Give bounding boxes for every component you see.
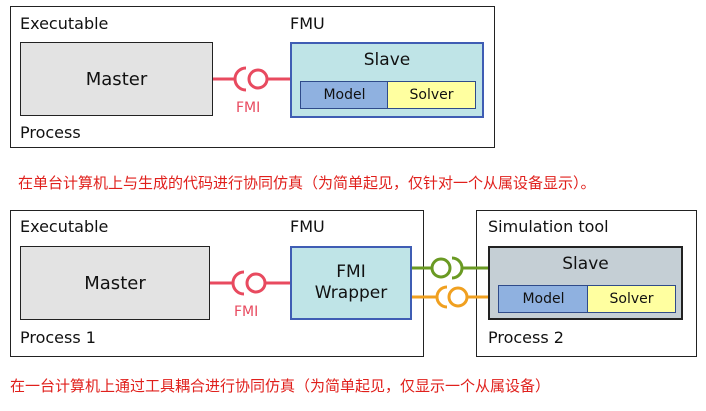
top-master-box: Master: [20, 42, 213, 116]
bottom-wrapper-line2: Wrapper: [314, 283, 388, 303]
bottom-fmi-label: FMI: [234, 304, 259, 320]
top-fmi-label: FMI: [236, 100, 261, 116]
bottom-fmu-label: FMU: [290, 217, 325, 236]
bottom-wrapper-line1: FMI: [336, 261, 366, 282]
top-executable-label: Executable: [20, 14, 109, 33]
bottom-master-label: Master: [84, 272, 146, 294]
top-caption: 在单台计算机上与生成的代码进行协同仿真（为简单起见，仅针对一个从属设备显示）。: [18, 174, 596, 192]
top-model-label: Model: [323, 87, 366, 103]
bottom-model-label: Model: [522, 291, 565, 307]
bottom-master-box: Master: [20, 246, 210, 320]
bottom-model-box: Model: [498, 285, 589, 313]
top-process-label: Process: [20, 123, 81, 142]
top-model-box: Model: [300, 81, 389, 109]
sim-tool-label: Simulation tool: [488, 217, 609, 236]
process2-label: Process 2: [488, 328, 564, 347]
top-slave-label: Slave: [363, 50, 411, 70]
bottom-executable-label: Executable: [20, 217, 109, 236]
top-fmu-label: FMU: [290, 14, 325, 33]
green-connector-icon: [412, 256, 488, 280]
top-slave-box: Slave Model Solver: [290, 42, 484, 118]
bottom-solver-box: Solver: [587, 285, 676, 313]
bottom-caption: 在一台计算机上通过工具耦合进行协同仿真（为简单起见，仅显示一个从属设备）: [10, 377, 551, 395]
top-solver-label: Solver: [409, 87, 454, 103]
bottom-fmi-connector-icon: [210, 270, 290, 296]
orange-connector-icon: [412, 285, 488, 309]
bottom-solver-label: Solver: [609, 291, 654, 307]
bottom-process1-label: Process 1: [20, 328, 96, 347]
bottom-slave-label: Slave: [562, 254, 609, 274]
top-master-label: Master: [85, 68, 148, 90]
top-fmi-connector-icon: [213, 66, 290, 92]
bottom-fmi-wrapper-box: FMI Wrapper: [290, 246, 412, 320]
top-solver-box: Solver: [387, 81, 476, 109]
bottom-slave-box: Slave Model Solver: [488, 246, 683, 320]
